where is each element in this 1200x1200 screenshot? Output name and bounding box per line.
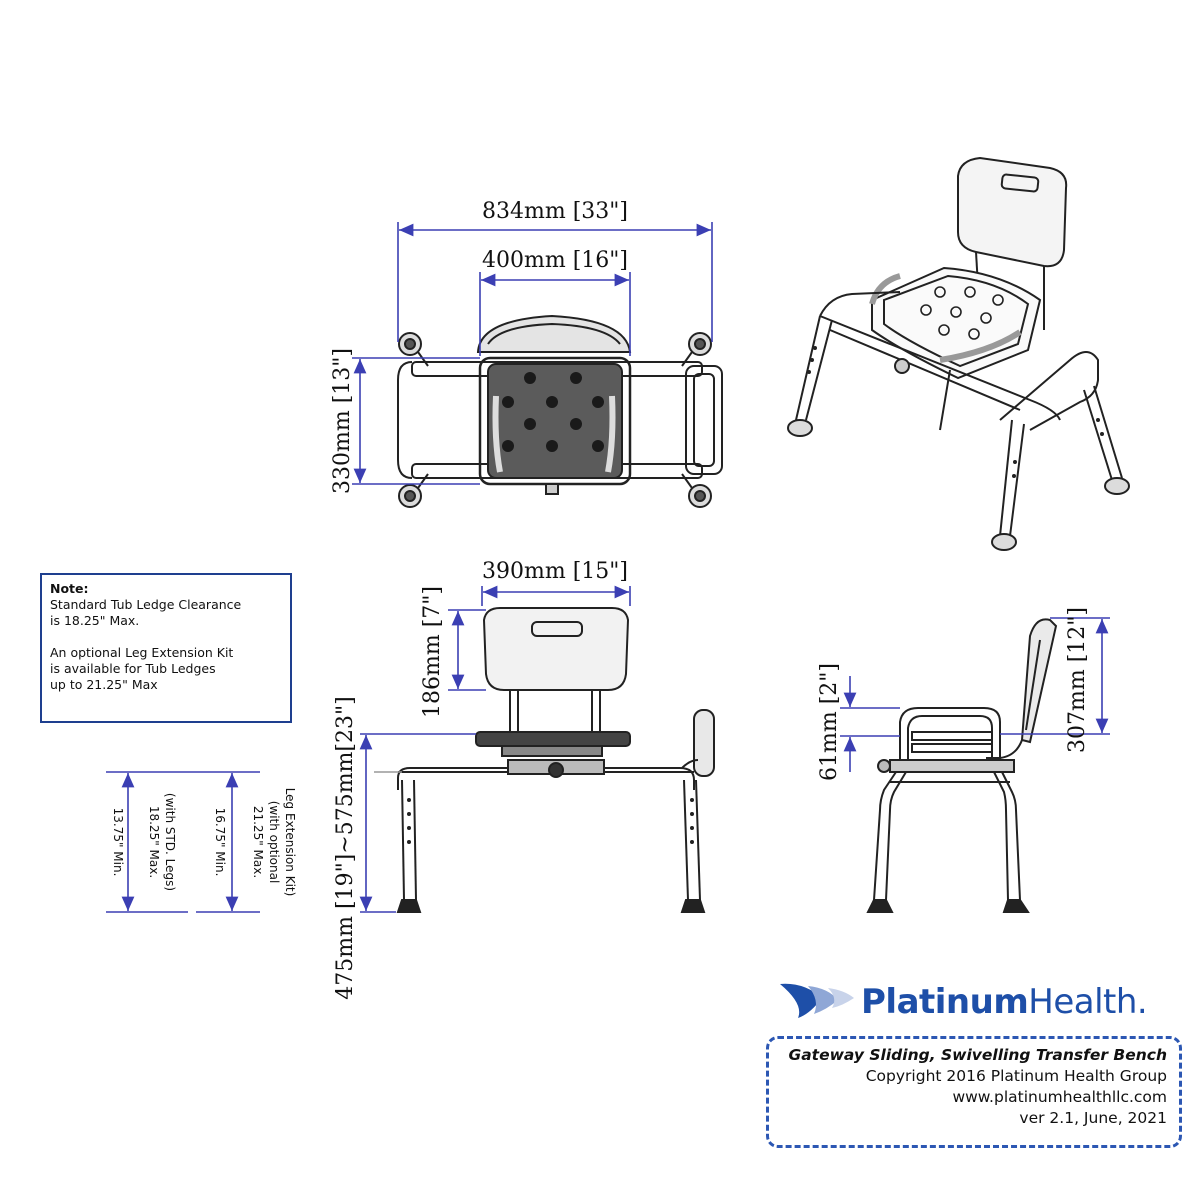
wing-logo-icon bbox=[780, 983, 854, 1018]
leg-ext-min: 16.75" Min. bbox=[213, 808, 227, 877]
brand-name-part1: Platinum bbox=[861, 982, 1029, 1022]
leg-ext-max-3: Leg Extension Kit) bbox=[283, 788, 297, 897]
isometric-view bbox=[787, 156, 1130, 551]
note-line-4: is available for Tub Ledges bbox=[50, 661, 216, 676]
dim-seat-width-top: 400mm [16"] bbox=[482, 248, 628, 273]
dim-back-width: 390mm [15"] bbox=[482, 559, 628, 584]
note-line-3: An optional Leg Extension Kit bbox=[50, 645, 234, 660]
dim-side-back-height: 307mm [12"] bbox=[1065, 607, 1090, 753]
dim-back-height: 186mm [7"] bbox=[420, 586, 445, 718]
top-view-dimensions bbox=[352, 222, 713, 485]
front-view-dimensions bbox=[359, 585, 631, 913]
dim-seat-depth: 330mm [13"] bbox=[330, 348, 355, 494]
copyright-text: Copyright 2016 Platinum Health Group bbox=[865, 1067, 1167, 1085]
dim-overall-width: 834mm [33"] bbox=[482, 199, 628, 224]
leg-std-max-2: (with STD. Legs) bbox=[163, 793, 177, 891]
leg-std-min: 13.75" Min. bbox=[111, 808, 125, 877]
dim-seat-height: 475mm [19"]~575mm[23"] bbox=[333, 696, 358, 999]
note-line-1: Standard Tub Ledge Clearance bbox=[50, 597, 242, 612]
note-gap bbox=[50, 629, 282, 645]
note-line-2: is 18.25" Max. bbox=[50, 613, 140, 628]
version-text: ver 2.1, June, 2021 bbox=[1019, 1109, 1167, 1127]
side-view-dimensions bbox=[840, 617, 1110, 772]
dim-side-arm-height: 61mm [2"] bbox=[817, 663, 842, 781]
brand-name-part2: Health. bbox=[1028, 982, 1148, 1022]
note-line-5: up to 21.25" Max bbox=[50, 677, 158, 692]
website-text: www.platinumhealthllc.com bbox=[952, 1088, 1167, 1106]
front-view bbox=[396, 607, 715, 913]
note-title: Note: bbox=[50, 581, 89, 596]
leg-std-max-1: 18.25" Max. bbox=[147, 806, 161, 878]
top-view bbox=[397, 314, 723, 508]
leg-range-dimensions bbox=[106, 771, 260, 913]
note-box: Note: Standard Tub Ledge Clearance is 18… bbox=[40, 573, 292, 723]
brand-name: PlatinumHealth. bbox=[861, 982, 1148, 1022]
leg-ext-max-1: 21.25" Max. bbox=[251, 806, 265, 878]
brand-logo: PlatinumHealth. bbox=[778, 978, 1178, 1024]
product-title: Gateway Sliding, Swivelling Transfer Ben… bbox=[788, 1046, 1167, 1064]
leg-ext-max-2: (with optional bbox=[267, 801, 281, 884]
side-view bbox=[866, 618, 1058, 913]
product-info-box: Gateway Sliding, Swivelling Transfer Ben… bbox=[766, 1036, 1182, 1148]
